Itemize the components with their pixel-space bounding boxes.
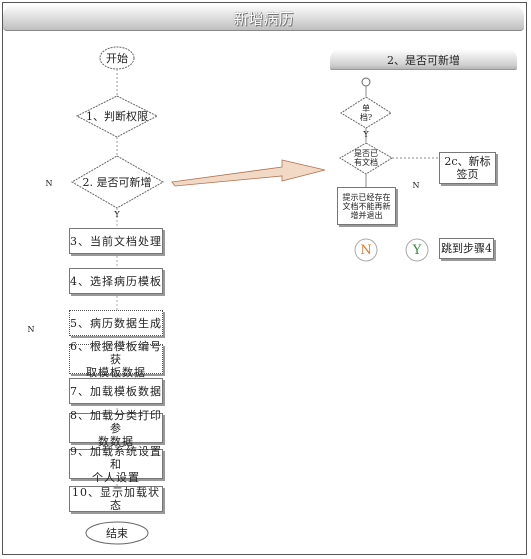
step-load-print-params-label: 8、加载分类打印参 数数据 <box>70 408 162 448</box>
new-tab-box-label: 2c、新标 签页 <box>444 155 491 181</box>
step-load-settings-label: 9、加载系统设置和 个人设置 <box>70 444 162 484</box>
can-add-label: 2. 是否可新增 <box>82 175 152 189</box>
step-current-doc: 3、当前文档处理 <box>69 228 163 254</box>
step-show-status: 10、显示加载状态 <box>69 486 163 512</box>
step-load-settings: 9、加载系统设置和 个人设置 <box>69 445 163 484</box>
can-add-yes-label: Y <box>114 209 120 219</box>
single-decision-label: 单 档? <box>359 104 373 122</box>
single-yes-label: Y <box>363 129 369 139</box>
step-generate-data-label: 5、病历数据生成 <box>70 316 162 330</box>
permission-decision-shape <box>75 95 159 138</box>
end-label: 结束 <box>106 526 128 540</box>
hasdoc-no-label: N <box>412 180 420 190</box>
step-generate-data: 5、病历数据生成 <box>69 310 163 336</box>
jump-box-label: 跳到步骤4 <box>441 242 492 255</box>
step-select-template-label: 4、选择病历模板 <box>70 274 162 288</box>
sub-start-circle <box>361 77 371 87</box>
step-select-template: 4、选择病历模板 <box>69 268 163 294</box>
y-circle-label: Y <box>412 242 422 258</box>
diagram-frame <box>2 2 527 555</box>
y-circle-shape <box>405 238 429 262</box>
warning-box: 提示已经存在 文档不能再新 增并退出 <box>337 187 396 225</box>
title-bar: 新增病历 <box>3 4 524 31</box>
start-label: 开始 <box>106 51 128 65</box>
n-circle-shape <box>354 238 378 262</box>
subprocess-title: 2、是否可新增 <box>387 54 460 67</box>
step-fetch-template: 6、根据模板编号获 取模板数据 <box>69 340 163 379</box>
step-load-template-label: 7、加载模板数据 <box>70 384 162 398</box>
step-show-status-label: 10、显示加载状态 <box>72 486 160 512</box>
n-circle-label: N <box>360 242 372 258</box>
step-load-template: 7、加载模板数据 <box>69 378 163 404</box>
subprocess-header: 2、是否可新增 <box>330 49 517 70</box>
left-n-label-1: N <box>45 178 53 188</box>
step-fetch-template-label: 6、根据模板编号获 取模板数据 <box>70 339 162 379</box>
transition-arrow <box>171 159 326 187</box>
hasdoc-decision-label: 是否已 有文档 <box>354 149 378 167</box>
warning-box-label: 提示已经存在 文档不能再新 增并退出 <box>342 192 391 220</box>
diagram-title: 新增病历 <box>233 10 294 28</box>
jump-box: 跳到步骤4 <box>439 238 494 259</box>
end-terminator <box>85 521 149 545</box>
left-n-label-2: N <box>27 324 35 334</box>
new-tab-box: 2c、新标 签页 <box>439 152 496 184</box>
step-load-print-params: 8、加载分类打印参 数数据 <box>69 409 163 448</box>
check-permission-label: 1、判断权限 <box>86 109 148 123</box>
step-current-doc-label: 3、当前文档处理 <box>70 234 162 248</box>
